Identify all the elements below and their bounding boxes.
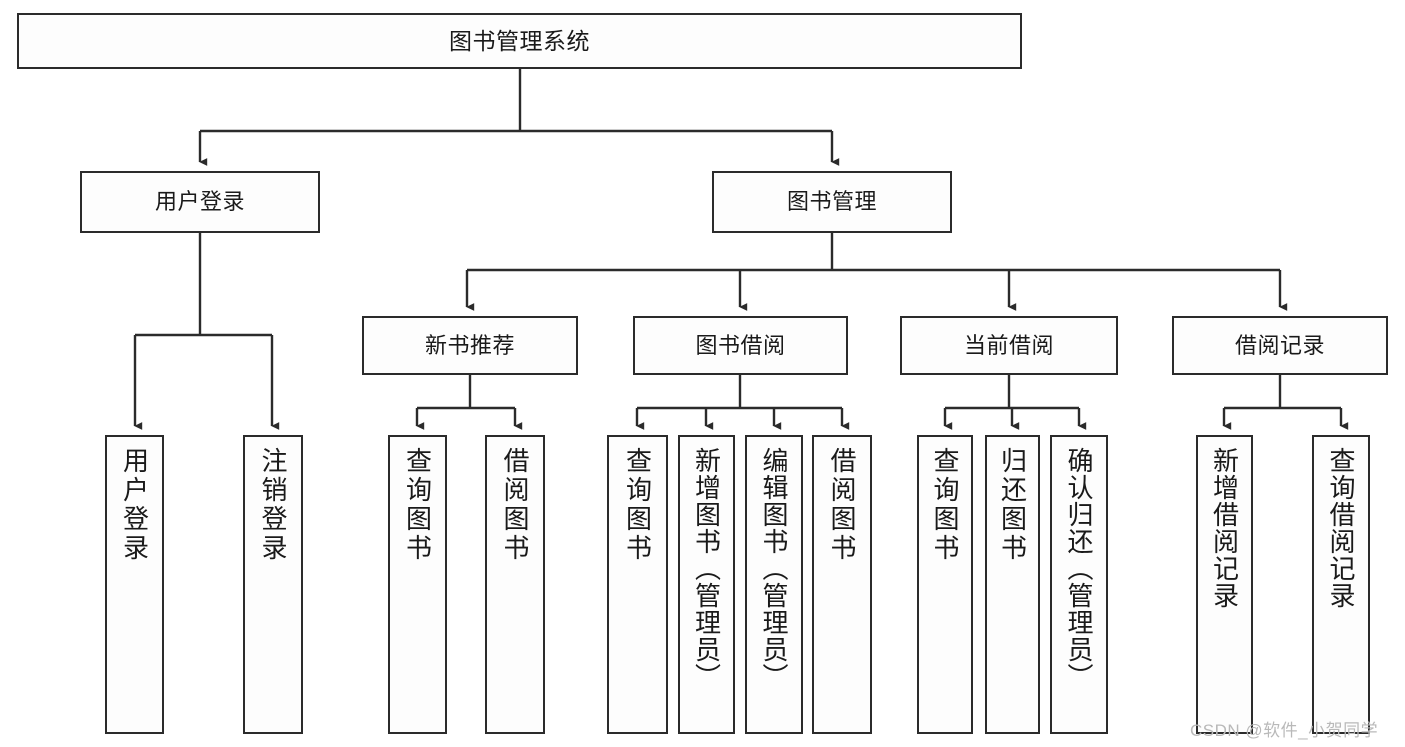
node-root[interactable]: 图书管理系统 xyxy=(17,13,1022,69)
node-leaf-confirm-return[interactable]: 确认归还（管理员） xyxy=(1050,435,1108,734)
node-new-book-recommend[interactable]: 新书推荐 xyxy=(362,316,578,375)
node-current-borrow-label: 当前借阅 xyxy=(963,332,1054,358)
node-leaf-edit-book-label: 编辑图书（管理员） xyxy=(759,447,789,690)
node-root-label: 图书管理系统 xyxy=(449,27,590,54)
node-leaf-query-book-2[interactable]: 查询图书 xyxy=(607,435,668,734)
node-leaf-borrow-book-2-label: 借阅图书 xyxy=(827,447,857,563)
node-leaf-add-book-label: 新增图书（管理员） xyxy=(691,447,722,690)
node-book-manage[interactable]: 图书管理 xyxy=(712,171,952,233)
node-leaf-query-book-3-label: 查询图书 xyxy=(930,447,960,563)
node-leaf-add-book[interactable]: 新增图书（管理员） xyxy=(678,435,735,734)
node-leaf-query-record-label: 查询借阅记录 xyxy=(1326,447,1356,609)
node-leaf-add-record[interactable]: 新增借阅记录 xyxy=(1196,435,1253,734)
node-leaf-user-login-label: 用户登录 xyxy=(119,447,150,563)
node-current-borrow[interactable]: 当前借阅 xyxy=(900,316,1118,375)
node-book-manage-label: 图书管理 xyxy=(786,189,877,215)
node-leaf-borrow-book-1[interactable]: 借阅图书 xyxy=(485,435,545,734)
node-leaf-logout[interactable]: 注销登录 xyxy=(243,435,303,734)
watermark-text: CSDN @软件_小贺同学 xyxy=(1190,721,1379,740)
node-leaf-query-book-3[interactable]: 查询图书 xyxy=(917,435,973,734)
node-leaf-query-book-2-label: 查询图书 xyxy=(622,447,653,563)
node-leaf-borrow-book-1-label: 借阅图书 xyxy=(500,447,530,563)
node-leaf-query-book-1[interactable]: 查询图书 xyxy=(388,435,447,734)
node-book-borrow-label: 图书借阅 xyxy=(695,332,786,358)
node-leaf-user-login[interactable]: 用户登录 xyxy=(105,435,164,734)
node-leaf-confirm-return-label: 确认归还（管理员） xyxy=(1064,447,1094,690)
node-leaf-return-book-label: 归还图书 xyxy=(997,447,1028,563)
node-leaf-edit-book[interactable]: 编辑图书（管理员） xyxy=(745,435,803,734)
node-leaf-add-record-label: 新增借阅记录 xyxy=(1209,447,1240,609)
node-user-login-label: 用户登录 xyxy=(154,189,245,215)
node-leaf-logout-label: 注销登录 xyxy=(258,447,288,563)
node-leaf-query-record[interactable]: 查询借阅记录 xyxy=(1312,435,1370,734)
node-leaf-return-book[interactable]: 归还图书 xyxy=(985,435,1040,734)
node-book-borrow[interactable]: 图书借阅 xyxy=(633,316,848,375)
node-leaf-borrow-book-2[interactable]: 借阅图书 xyxy=(812,435,872,734)
node-leaf-query-book-1-label: 查询图书 xyxy=(402,447,433,563)
node-borrow-record-label: 借阅记录 xyxy=(1234,332,1325,358)
node-new-book-recommend-label: 新书推荐 xyxy=(424,332,515,358)
node-borrow-record[interactable]: 借阅记录 xyxy=(1172,316,1388,375)
node-user-login[interactable]: 用户登录 xyxy=(80,171,320,233)
